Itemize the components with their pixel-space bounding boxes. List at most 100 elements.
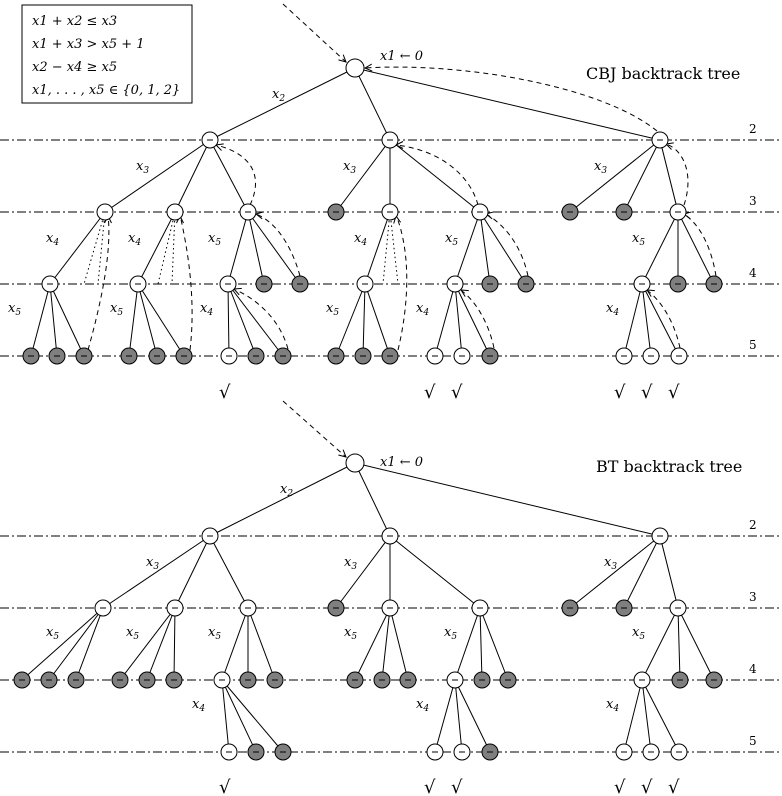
tree-edge: [364, 211, 391, 285]
tree-edge: [227, 283, 284, 357]
tree-edge: [641, 607, 679, 681]
bt-branch-label: x2: [280, 482, 293, 499]
tree-edge: [227, 211, 249, 285]
bt-branch-label: x4: [416, 697, 429, 714]
failed-node: [22, 347, 40, 365]
tree-edge: [137, 283, 185, 357]
tree-edge: [48, 607, 104, 681]
bt-branch-label: x3: [146, 555, 159, 572]
open-node: [356, 275, 374, 293]
failed-node: [705, 275, 723, 293]
failed-node: [255, 275, 273, 293]
open-node: [651, 527, 669, 545]
bt-branch-label: x5: [208, 625, 221, 642]
failed-node: [327, 347, 345, 365]
constraints-box: x1 + x2 ≤ x3 x1 + x3 > x5 + 1 x2 − x4 ≥ …: [21, 4, 193, 104]
cbj-branch-label: x5: [326, 301, 339, 318]
failed-node: [381, 347, 399, 365]
tree-edge: [454, 283, 491, 357]
cbj-solution-check-icon: √: [424, 382, 436, 403]
open-node: [94, 599, 112, 617]
open-node: [670, 347, 688, 365]
failed-node: [354, 347, 372, 365]
open-node: [166, 599, 184, 617]
tree-edge: [173, 607, 176, 681]
tree-edge: [454, 679, 491, 753]
tree-edge: [389, 607, 409, 681]
cbj-backjump-b2b: [485, 213, 529, 277]
cbj-branch-label: x4: [606, 301, 619, 318]
tree-edge: [641, 679, 652, 753]
arrowhead-icon: [363, 63, 373, 72]
cbj-backjump-c-b: [683, 213, 717, 277]
tree-edge: [641, 283, 652, 357]
failed-node: [481, 275, 499, 293]
cbj-solution-check-icon: √: [451, 382, 463, 403]
failed-node: [561, 203, 579, 221]
open-node: [615, 743, 633, 761]
cbj-branch-label: x2: [272, 87, 285, 104]
failed-node: [165, 671, 183, 689]
open-node: [670, 743, 688, 761]
cbj-level-label: 5: [749, 338, 757, 352]
tree-edge: [389, 139, 481, 213]
tree-edge: [49, 211, 106, 285]
cbj-backjump-b2a: [461, 290, 495, 349]
failed-node: [473, 671, 491, 689]
bt-level-label: 5: [749, 734, 757, 748]
bt-branch-label: x5: [126, 625, 139, 642]
tree-edge: [104, 139, 211, 213]
open-node: [642, 743, 660, 761]
failed-node: [274, 347, 292, 365]
cbj-backjump-a3b: [255, 213, 301, 277]
cbj-backjump-a3a: [235, 289, 289, 350]
cbj-level-label: 2: [749, 122, 757, 136]
bt-solution-check-icon: √: [641, 777, 653, 796]
cbj-branch-label: x4: [200, 301, 213, 318]
constraint-4: x1, . . . , x5 ∈ {0, 1, 2}: [32, 83, 180, 98]
open-node: [239, 599, 257, 617]
arrowhead-icon: [338, 54, 347, 63]
tree-edge: [641, 679, 680, 753]
bt-solution-check-icon: √: [614, 777, 626, 796]
bt-root-entry-arrow: [282, 400, 347, 458]
tree-edge: [335, 283, 366, 357]
connector-layer: [0, 3, 782, 753]
tree-edge: [677, 211, 715, 285]
tree-edge: [75, 607, 104, 681]
open-node: [669, 203, 687, 221]
bt-branch-label: x5: [46, 625, 59, 642]
tree-edge: [146, 607, 176, 681]
tree-edge: [221, 679, 284, 753]
bt-solution-check-icon: √: [424, 777, 436, 796]
open-node: [220, 347, 238, 365]
tree-edge: [479, 607, 483, 681]
open-node: [381, 203, 399, 221]
failed-node: [48, 347, 66, 365]
failed-node: [561, 599, 579, 617]
open-node: [651, 131, 669, 149]
open-node: [426, 347, 444, 365]
tree-edge: [479, 607, 509, 681]
cbj-branch-label: x5: [208, 231, 221, 248]
tree-edge: [362, 283, 366, 357]
bt-branch-label: x4: [606, 697, 619, 714]
cbj-backjump-a: [215, 144, 257, 206]
dotted-link: [97, 211, 106, 285]
tree-edge: [641, 211, 679, 285]
tree-edge: [569, 139, 661, 213]
failed-node: [517, 275, 535, 293]
root-node: [345, 453, 365, 473]
tree-edge: [641, 283, 680, 357]
root-node: [345, 58, 365, 78]
arrowhead-icon: [460, 289, 469, 297]
tree-edge: [335, 139, 391, 213]
dotted-link: [83, 211, 106, 285]
bt-branch-label: x5: [444, 625, 457, 642]
tree-edge: [227, 283, 230, 357]
tree-edge: [454, 283, 463, 357]
cbj-branch-label: x4: [354, 231, 367, 248]
tree-edge: [335, 535, 391, 609]
tree-edge: [137, 211, 176, 285]
